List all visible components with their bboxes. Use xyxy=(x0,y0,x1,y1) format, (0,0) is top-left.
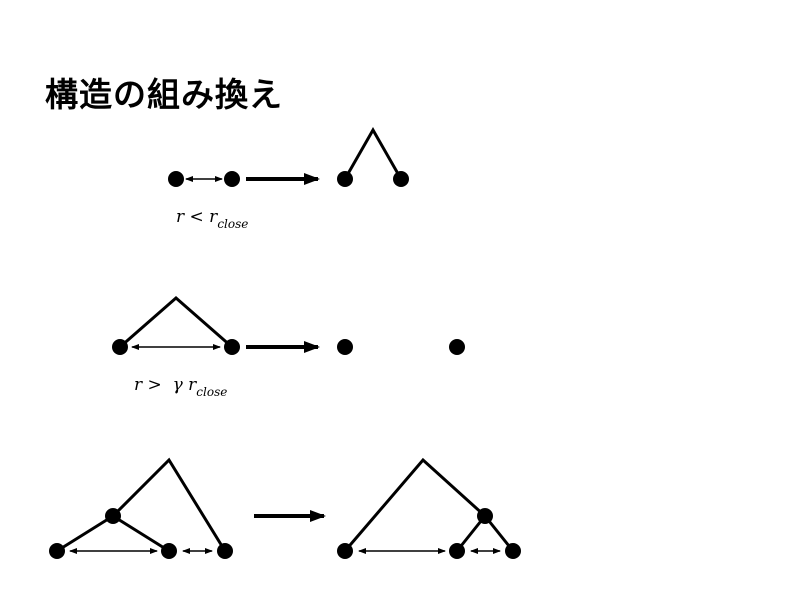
node xyxy=(449,339,465,355)
node xyxy=(337,543,353,559)
tree-branch xyxy=(111,457,227,552)
condition-label: r < rclose xyxy=(176,207,248,231)
node xyxy=(161,543,177,559)
node xyxy=(168,171,184,187)
node xyxy=(393,171,409,187)
slide-title: 構造の組み換え xyxy=(45,75,283,114)
node xyxy=(49,543,65,559)
node xyxy=(224,171,240,187)
node xyxy=(217,543,233,559)
condition-label: r > γ rclose xyxy=(134,375,227,399)
node xyxy=(112,339,128,355)
rule-split-far: r > γ rclose xyxy=(112,296,465,399)
tree-branch xyxy=(343,457,487,552)
node xyxy=(105,508,121,524)
node xyxy=(477,508,493,524)
rule-regroup xyxy=(49,457,521,559)
node xyxy=(224,339,240,355)
node xyxy=(449,543,465,559)
node xyxy=(337,339,353,355)
node xyxy=(505,543,521,559)
node xyxy=(337,171,353,187)
tree-branch xyxy=(343,126,403,180)
tree-branch xyxy=(119,296,233,349)
rule-merge-close: r < rclose xyxy=(168,126,409,231)
